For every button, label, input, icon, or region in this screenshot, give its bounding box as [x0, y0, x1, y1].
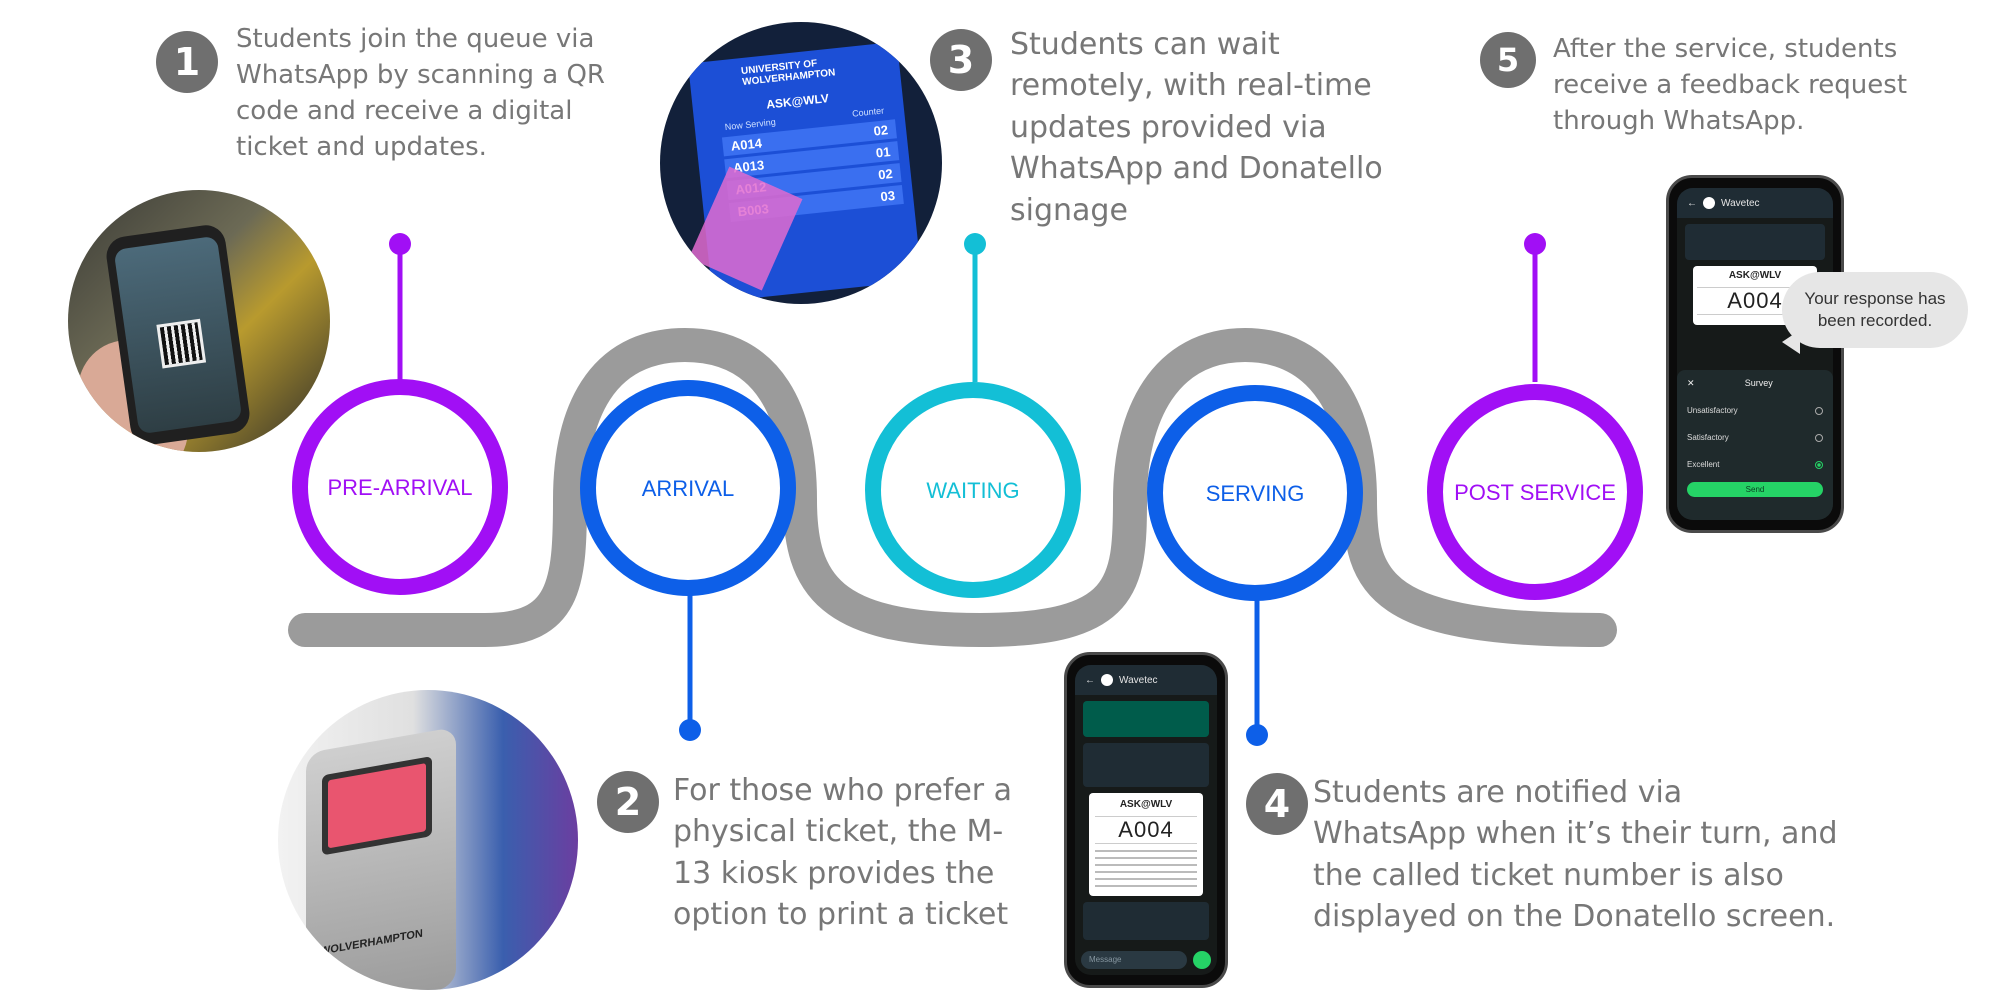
ring-waiting — [865, 382, 1081, 598]
survey-option-label: Excellent — [1687, 460, 1720, 469]
stage-label-waiting: WAITING — [926, 478, 1019, 503]
chat-bubble — [1083, 902, 1209, 940]
ring-post-service — [1427, 384, 1643, 600]
ticket-brand: ASK@WLV — [1119, 799, 1173, 810]
kiosk-screen — [322, 756, 432, 856]
radio-icon[interactable] — [1815, 433, 1823, 442]
step-badge-4: 4 — [1246, 773, 1308, 835]
stage-label-serving: SERVING — [1206, 481, 1305, 506]
chat-bubble — [1083, 743, 1209, 787]
step-text-4: Students are notified via WhatsApp when … — [1313, 775, 1838, 935]
signage-counter: 03 — [879, 187, 896, 205]
ticket-number: A004 — [1095, 816, 1197, 844]
mic-icon[interactable] — [1193, 951, 1211, 969]
signage-ticket: A014 — [730, 135, 763, 154]
survey-option[interactable]: Unsatisfactory — [1677, 397, 1833, 424]
ticket-card: ASK@WLV A004 — [1693, 266, 1817, 325]
message-input[interactable]: Message — [1081, 951, 1187, 969]
kiosk-logo: WOLVERHAMPTON — [320, 927, 423, 958]
survey-option[interactable]: Satisfactory — [1677, 424, 1833, 451]
survey-title: Survey — [1744, 378, 1773, 388]
ring-arrival — [580, 380, 796, 596]
survey-sheet: ✕ Survey Unsatisfactory Satisfactory Exc… — [1677, 370, 1833, 520]
photo-phone-screen — [113, 235, 243, 435]
ticket-brand: ASK@WLV — [1728, 270, 1782, 281]
pin-dot-pre-arrival — [389, 233, 411, 255]
signage-col-now-serving: Now Serving — [724, 116, 777, 133]
ticket-details — [1095, 850, 1197, 890]
close-icon[interactable]: ✕ — [1687, 378, 1695, 388]
step-text-1: Students join the queue via WhatsApp by … — [236, 24, 606, 162]
contact-name: Wavetec — [1721, 197, 1760, 209]
kiosk-photo: WOLVERHAMPTON — [278, 690, 578, 990]
survey-option-label: Unsatisfactory — [1687, 406, 1738, 415]
step-text-2: For those who prefer a physical ticket, … — [673, 773, 1013, 933]
kiosk-body: WOLVERHAMPTON — [306, 726, 456, 990]
step-text-3: Students can wait remotely, with real-ti… — [1010, 27, 1383, 228]
post-chat-header: ← Wavetec — [1677, 188, 1833, 218]
stage-label-arrival: ARRIVAL — [642, 476, 735, 501]
survey-header: ✕ Survey — [1677, 370, 1833, 397]
serving-chat-header: ← Wavetec — [1075, 665, 1217, 695]
radio-icon[interactable] — [1815, 406, 1823, 415]
step-badge-2: 2 — [597, 771, 659, 833]
survey-option[interactable]: Excellent — [1677, 451, 1833, 478]
contact-name: Wavetec — [1119, 674, 1158, 686]
response-speech-bubble: Your response has been recorded. — [1782, 272, 1968, 349]
serving-phone: ← Wavetec ASK@WLV A004 Message — [1064, 652, 1228, 988]
stage-label-pre-arrival: PRE-ARRIVAL — [327, 475, 472, 500]
step-badge-3: 3 — [930, 29, 992, 91]
back-arrow-icon[interactable]: ← — [1085, 674, 1095, 686]
back-arrow-icon[interactable]: ← — [1687, 197, 1697, 209]
signage-logo: UNIVERSITY OF WOLVERHAMPTON — [740, 58, 836, 89]
track-path — [288, 327, 1617, 648]
contact-avatar — [1101, 674, 1113, 686]
contact-avatar — [1703, 197, 1715, 209]
signage-counter: 02 — [877, 165, 894, 183]
signage-counter: 01 — [875, 144, 892, 161]
post-service-phone: ← Wavetec ASK@WLV A004 ✕ Survey Unsatisf… — [1666, 175, 1844, 533]
signage-col-counter: Counter — [851, 105, 885, 119]
chat-bubble — [1083, 701, 1209, 737]
post-service-phone-screen: ← Wavetec ASK@WLV A004 ✕ Survey Unsatisf… — [1677, 188, 1833, 520]
signage-photo: UNIVERSITY OF WOLVERHAMPTON ASK@WLV Now … — [660, 22, 942, 304]
signage-screen: UNIVERSITY OF WOLVERHAMPTON ASK@WLV Now … — [688, 41, 922, 303]
step-badge-1: 1 — [156, 31, 218, 93]
ticket-number: A004 — [1697, 287, 1813, 315]
pin-dot-arrival — [679, 719, 701, 741]
pin-dot-serving — [1246, 724, 1268, 746]
qr-code-icon — [156, 318, 207, 369]
radio-selected-icon[interactable] — [1815, 460, 1823, 469]
stage-label-post-service: POST SERVICE — [1454, 480, 1616, 505]
qr-scan-photo — [68, 190, 330, 452]
step-text-5: After the service, students receive a fe… — [1553, 34, 1908, 136]
kiosk-display — [328, 763, 426, 849]
ring-serving — [1147, 385, 1363, 601]
send-button[interactable]: Send — [1687, 482, 1823, 497]
signage-counter: 02 — [872, 122, 889, 139]
pin-dot-waiting — [964, 233, 986, 255]
survey-option-label: Satisfactory — [1687, 433, 1729, 442]
speech-bubble-tail — [1782, 330, 1800, 354]
step-badge-5: 5 — [1480, 32, 1536, 88]
ring-pre-arrival — [292, 379, 508, 595]
ticket-card: ASK@WLV A004 — [1089, 793, 1203, 896]
chat-bubble — [1685, 224, 1825, 260]
serving-phone-screen: ← Wavetec ASK@WLV A004 Message — [1075, 665, 1217, 975]
pin-dot-post-service — [1524, 233, 1546, 255]
